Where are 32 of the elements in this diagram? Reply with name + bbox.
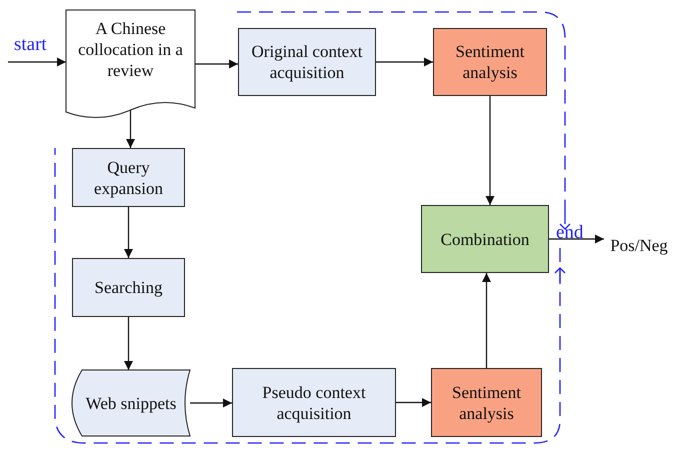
arrow [549,234,604,244]
node-text: Searching [94,277,162,298]
stored-data-shape [72,370,190,436]
node-text: Query expansion [93,156,164,198]
arrow [8,58,66,66]
arrow [396,398,431,407]
node-text: Original context acquisition [250,41,364,83]
process-box [431,368,542,437]
node-text: Combination [440,228,530,250]
process-box [72,258,185,317]
node-text: Web snippets [86,392,176,414]
node-text: Pseudo context acquisition [261,382,367,424]
arrow [124,207,133,258]
arrow [195,60,238,68]
node-text: Sentiment analysis [454,41,526,83]
node-text: Sentiment analysis [451,382,522,424]
arrow [126,110,135,148]
flow-label: start [14,34,47,56]
arrow [124,317,133,370]
arrow [376,58,433,66]
arrow [486,96,494,205]
node-text: Pos/Neg [610,234,668,256]
flow-label: end [556,222,584,244]
node-text: A Chinese collocation in a review [77,18,184,81]
process-box [232,368,396,437]
process-box [433,28,547,96]
arrow [482,273,491,368]
process-box [421,205,549,273]
document-shape [66,10,195,118]
arrow [190,398,232,408]
process-box [238,28,376,96]
process-box [72,148,185,207]
